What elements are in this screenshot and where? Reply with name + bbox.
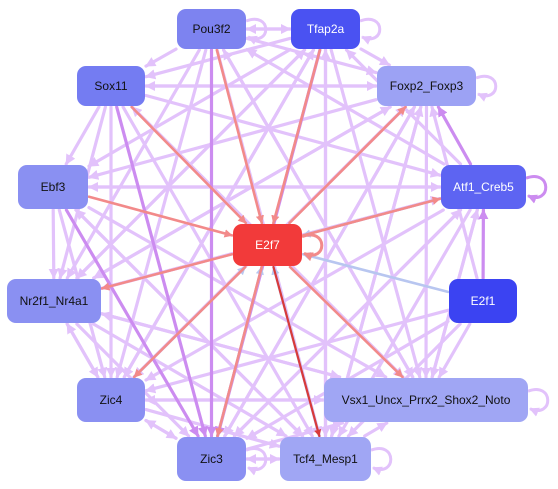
node-box	[377, 66, 476, 106]
node-label: Tfap2a	[307, 22, 345, 36]
node-box	[291, 9, 360, 49]
node-layer: Pou3f2 Tfap2a Sox11 Foxp2_Foxp3 Ebf3 Atf…	[7, 9, 528, 481]
edge-sox11-to-zic3	[115, 105, 208, 438]
node-label: Foxp2_Foxp3	[390, 79, 464, 93]
edge-e2f7-to-tcf4_mesp1	[272, 265, 322, 438]
edge-sox11-to-atf1_creb5	[144, 93, 442, 178]
edge-zic4-to-tfap2a	[122, 48, 315, 379]
node-label: E2f7	[255, 238, 280, 252]
node-box	[441, 165, 526, 209]
edge-e2f7-to-nr2f1_nr4a1	[100, 253, 234, 291]
node-zic3[interactable]: Zic3	[177, 437, 246, 481]
node-box	[449, 279, 517, 323]
node-box	[233, 224, 302, 266]
self-loop-tfap2a	[359, 17, 382, 45]
self-loop-atf1_creb5	[525, 175, 548, 204]
node-box	[77, 66, 145, 106]
edge-e2f7-to-atf1_creb5	[301, 196, 442, 237]
node-label: Nr2f1_Nr4a1	[20, 294, 89, 308]
node-box	[177, 9, 246, 49]
edge-sox11-to-e2f7	[130, 105, 248, 225]
edge-tfap2a-to-foxp2_foxp3	[359, 47, 391, 67]
edge-vsx1-to-nr2f1_nr4a1	[100, 311, 342, 379]
node-tfap2a[interactable]: Tfap2a	[291, 9, 360, 49]
node-label: Zic3	[200, 452, 223, 466]
node-label: Vsx1_Uncx_Prrx2_Shox2_Noto	[342, 393, 511, 407]
node-label: Pou3f2	[192, 22, 230, 36]
self-loop-pou3f2	[245, 17, 268, 45]
node-label: Zic4	[100, 393, 123, 407]
self-loop-zic3	[245, 447, 268, 476]
edge-e2f1-to-vsx1	[437, 322, 472, 379]
edge-pou3f2-to-e2f7	[215, 48, 264, 225]
node-e2f1[interactable]: E2f1	[449, 279, 517, 323]
node-box	[77, 378, 145, 422]
edge-atf1_creb5-to-foxp2_foxp3	[436, 105, 473, 166]
node-box	[18, 165, 88, 209]
node-sox11[interactable]: Sox11	[77, 66, 145, 106]
edge-layer	[48, 17, 550, 476]
edge-e2f7-to-zic3	[215, 265, 264, 438]
edge-e2f7-to-zic4	[132, 265, 247, 379]
node-ebf3[interactable]: Ebf3	[18, 165, 88, 209]
node-vsx1-uncx-prrx2-shox2-noto[interactable]: Vsx1_Uncx_Prrx2_Shox2_Noto	[324, 378, 528, 422]
edge-zic4-to-nr2f1_nr4a1	[65, 322, 100, 379]
node-box	[280, 437, 371, 481]
edge-tfap2a-to-e2f7	[271, 48, 322, 225]
edge-atf1_creb5-to-zic4	[144, 208, 445, 382]
edge-pou3f2-to-sox11	[144, 47, 178, 68]
edge-zic3-to-zic4	[144, 418, 178, 440]
node-atf1-creb5[interactable]: Atf1_Creb5	[441, 165, 526, 209]
node-label: Sox11	[94, 79, 127, 93]
node-nr2f1-nr4a1[interactable]: Nr2f1_Nr4a1	[7, 279, 101, 323]
edge-tcf4_mesp1-to-vsx1	[363, 421, 389, 438]
edge-ebf3-to-nr2f1_nr4a1	[48, 208, 59, 280]
edge-e2f7-to-foxp2_foxp3	[288, 105, 407, 225]
edge-nr2f1_nr4a1-to-foxp2_foxp3	[92, 105, 392, 280]
edge-vsx1-to-pou3f2	[222, 48, 415, 379]
node-zic4[interactable]: Zic4	[77, 378, 145, 422]
node-label: E2f1	[471, 294, 496, 308]
node-tcf4-mesp1[interactable]: Tcf4_Mesp1	[280, 437, 371, 481]
self-loop-foxp2_foxp3	[475, 74, 498, 102]
node-label: Tcf4_Mesp1	[293, 452, 358, 466]
edge-e2f7-to-vsx1	[288, 265, 404, 379]
node-pou3f2[interactable]: Pou3f2	[177, 9, 246, 49]
edge-sox11-to-tcf4_mesp1	[121, 105, 314, 438]
node-label: Atf1_Creb5	[453, 180, 514, 194]
edge-ebf3-to-zic3	[64, 208, 200, 438]
edge-e2f1-to-e2f7	[301, 252, 450, 294]
self-loop-e2f7	[301, 233, 324, 262]
edge-sox11-to-ebf3	[64, 105, 101, 166]
node-box	[177, 437, 246, 481]
edge-ebf3-to-e2f7	[87, 195, 234, 238]
edge-zic3-to-foxp2_foxp3	[223, 105, 416, 438]
node-box	[324, 378, 528, 422]
node-foxp2-foxp3[interactable]: Foxp2_Foxp3	[377, 66, 476, 106]
node-label: Ebf3	[41, 180, 66, 194]
self-loop-tcf4_mesp1	[370, 447, 393, 476]
node-box	[7, 279, 101, 323]
node-e2f7[interactable]: E2f7	[233, 224, 302, 266]
edge-ebf3-to-vsx1	[87, 206, 388, 379]
self-loop-vsx1	[527, 388, 550, 417]
edge-foxp2_foxp3-to-ebf3	[87, 98, 378, 180]
